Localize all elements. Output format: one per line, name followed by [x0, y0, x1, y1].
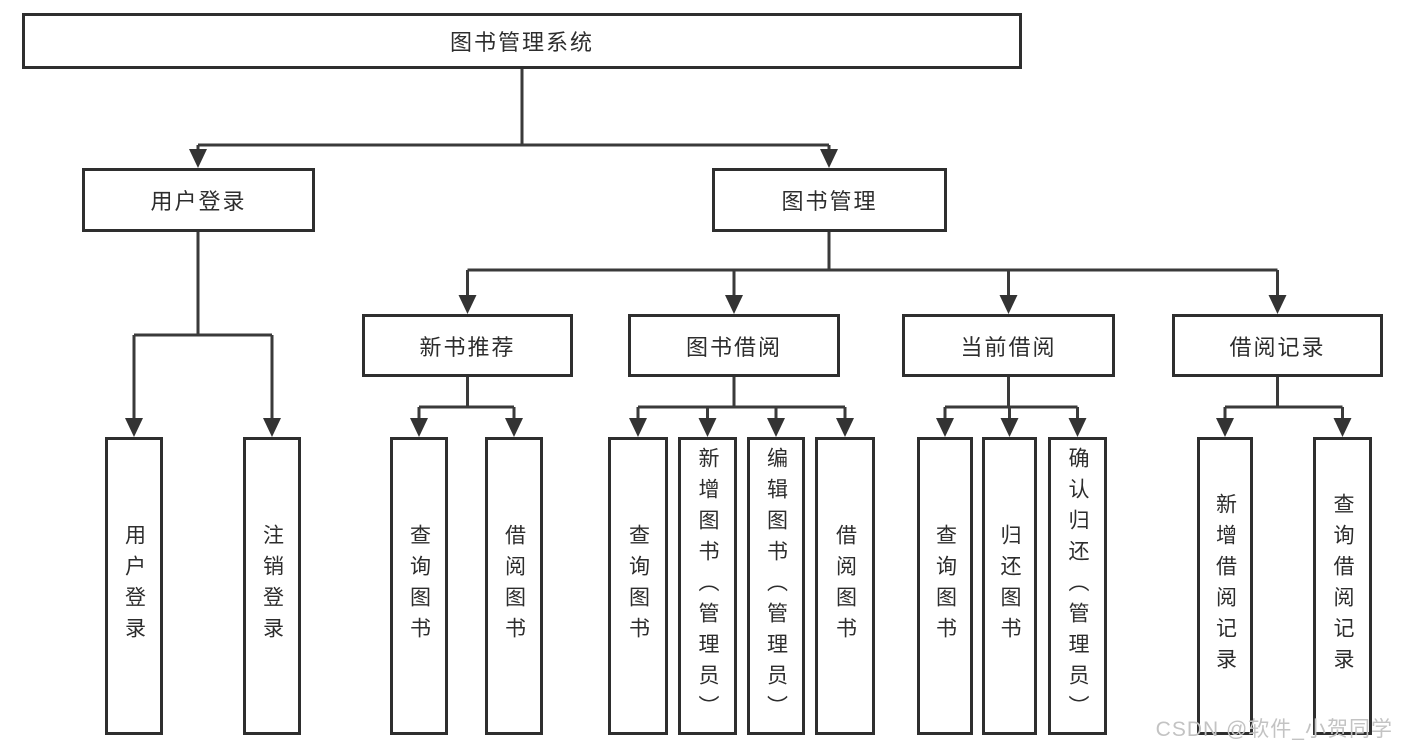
- leaf-query-books-3: 查询图书: [917, 437, 973, 735]
- node-current-borrow: 当前借阅: [902, 314, 1115, 377]
- node-book-management: 图书管理: [712, 168, 947, 232]
- leaf-query-books-1: 查询图书: [390, 437, 448, 735]
- node-root: 图书管理系统: [22, 13, 1022, 69]
- leaf-add-books-admin-label: 新增图书（管理员）: [696, 446, 719, 726]
- leaf-query-borrow-record-label: 查询借阅记录: [1331, 493, 1354, 679]
- leaf-user-login-label: 用户登录: [122, 524, 146, 648]
- leaf-edit-books-admin-label: 编辑图书（管理员）: [764, 446, 788, 726]
- node-new-book-recommend: 新书推荐: [362, 314, 573, 377]
- node-book-borrow: 图书借阅: [628, 314, 840, 377]
- node-borrow-records: 借阅记录: [1172, 314, 1383, 377]
- leaf-borrow-books-2-label: 借阅图书: [833, 524, 857, 648]
- leaf-user-login: 用户登录: [105, 437, 163, 735]
- node-root-label: 图书管理系统: [449, 30, 594, 55]
- node-user-login: 用户登录: [82, 168, 315, 232]
- leaf-logout: 注销登录: [243, 437, 301, 735]
- leaf-query-books-2-label: 查询图书: [626, 524, 650, 648]
- leaf-return-books-label: 归还图书: [998, 524, 1021, 648]
- leaf-edit-books-admin: 编辑图书（管理员）: [747, 437, 805, 735]
- node-current-borrow-label: 当前借阅: [960, 334, 1057, 360]
- leaf-return-books: 归还图书: [982, 437, 1037, 735]
- node-new-book-recommend-label: 新书推荐: [419, 334, 516, 360]
- leaf-add-books-admin: 新增图书（管理员）: [678, 437, 737, 735]
- leaf-query-books-3-label: 查询图书: [933, 524, 957, 648]
- leaf-borrow-books-1: 借阅图书: [485, 437, 543, 735]
- node-book-borrow-label: 图书借阅: [685, 334, 782, 360]
- csdn-watermark: CSDN @软件_小贺同学: [1155, 718, 1393, 741]
- node-book-management-label: 图书管理: [781, 189, 878, 214]
- leaf-query-books-1-label: 查询图书: [407, 524, 431, 648]
- leaf-query-books-2: 查询图书: [608, 437, 668, 735]
- leaf-borrow-books-2: 借阅图书: [815, 437, 875, 735]
- leaf-query-borrow-record: 查询借阅记录: [1313, 437, 1372, 735]
- leaf-logout-label: 注销登录: [260, 524, 284, 648]
- leaf-add-borrow-record: 新增借阅记录: [1197, 437, 1253, 735]
- leaf-confirm-return-admin-label: 确认归还（管理员）: [1066, 446, 1089, 726]
- leaf-confirm-return-admin: 确认归还（管理员）: [1048, 437, 1107, 735]
- node-user-login-label: 用户登录: [150, 189, 247, 214]
- node-borrow-records-label: 借阅记录: [1229, 334, 1326, 360]
- leaf-add-borrow-record-label: 新增借阅记录: [1213, 493, 1237, 679]
- leaf-borrow-books-1-label: 借阅图书: [502, 524, 526, 648]
